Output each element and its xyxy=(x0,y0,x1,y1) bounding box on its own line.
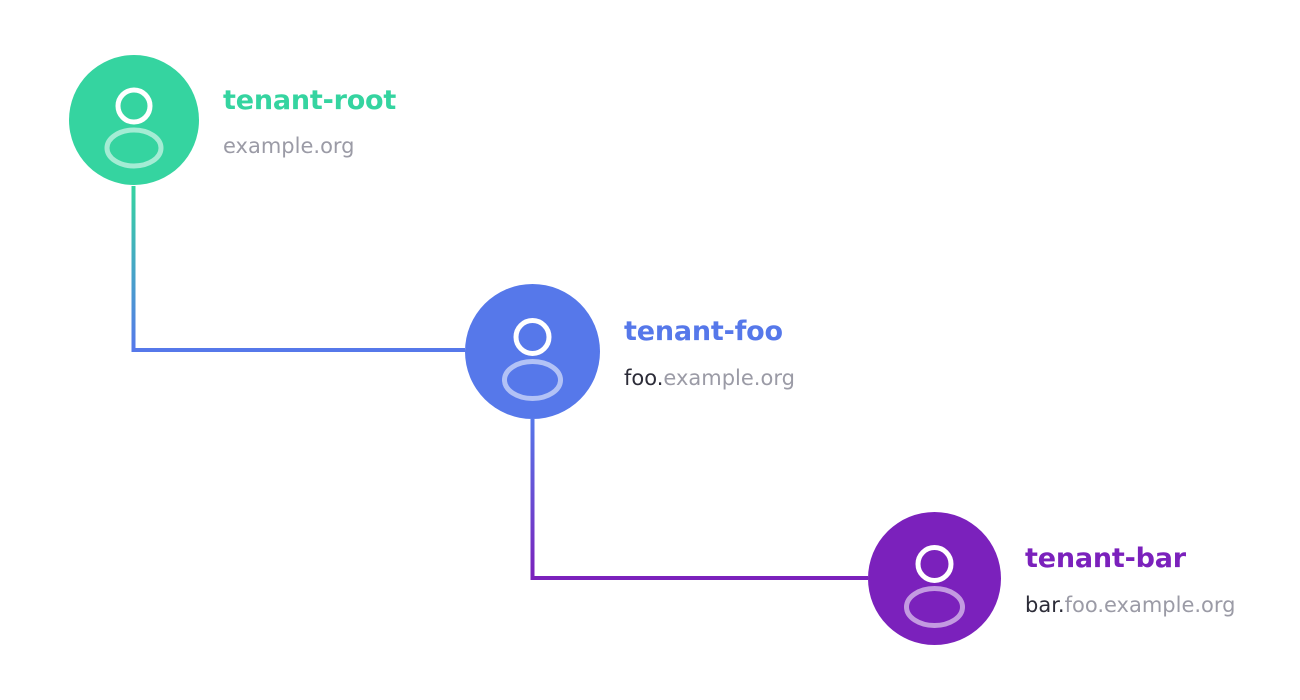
node-domain: foo.example.org xyxy=(624,365,795,390)
tenant-node-tenant-foo[interactable]: tenant-foo foo.example.org xyxy=(465,284,795,419)
node-label-group: tenant-bar bar.foo.example.org xyxy=(1025,544,1236,617)
node-label-group: tenant-root example.org xyxy=(223,84,397,159)
avatar[interactable] xyxy=(69,55,199,185)
node-domain-suffix: example.org xyxy=(663,365,795,390)
person-avatar-icon xyxy=(104,87,164,169)
avatar[interactable] xyxy=(465,284,600,419)
avatar[interactable] xyxy=(868,512,1001,645)
tenant-node-tenant-bar[interactable]: tenant-bar bar.foo.example.org xyxy=(868,512,1236,645)
person-avatar-icon xyxy=(502,318,563,401)
node-title: tenant-foo xyxy=(624,316,783,348)
node-domain-suffix: foo.example.org xyxy=(1064,592,1236,617)
node-domain-prefix: foo. xyxy=(624,365,664,390)
node-domain-prefix: bar. xyxy=(1025,592,1065,617)
node-title: tenant-root xyxy=(223,84,397,116)
node-domain: bar.foo.example.org xyxy=(1025,592,1236,617)
node-title: tenant-bar xyxy=(1025,543,1186,575)
node-domain-suffix: example.org xyxy=(223,134,355,159)
node-label-group: tenant-foo foo.example.org xyxy=(624,317,795,390)
tenant-node-tenant-root[interactable]: tenant-root example.org xyxy=(69,55,396,185)
edge-root-to-foo xyxy=(131,186,465,352)
edge-foo-to-bar xyxy=(530,419,868,580)
person-avatar-icon xyxy=(904,545,965,628)
node-domain: example.org xyxy=(223,135,396,158)
